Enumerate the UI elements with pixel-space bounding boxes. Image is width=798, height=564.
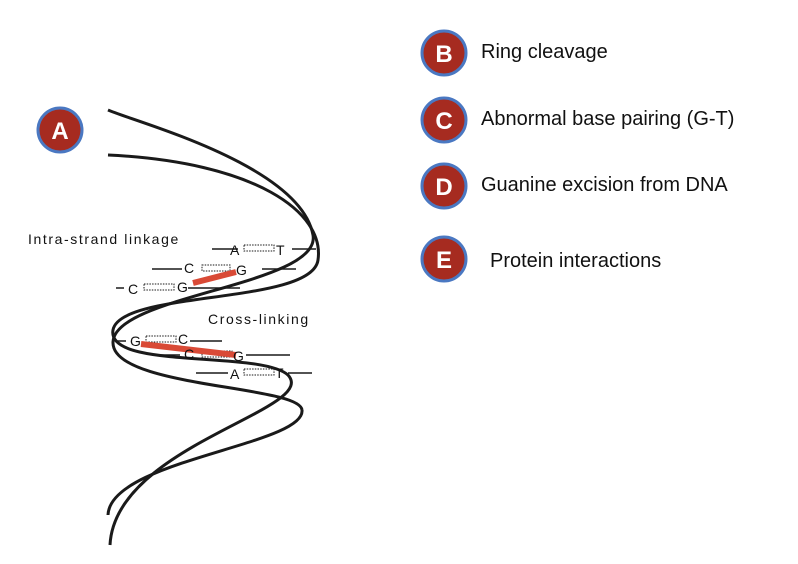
base-pair-4-right: C xyxy=(178,331,188,347)
dna-helix xyxy=(106,108,320,546)
base-pair-3-left: C xyxy=(128,281,138,297)
base-pair-2-right: G xyxy=(236,262,247,278)
badge-a: A xyxy=(36,106,84,154)
intra-strand-label: Intra-strand linkage xyxy=(28,231,180,247)
badge-b-circle xyxy=(420,29,468,77)
base-pair-2-left: C xyxy=(184,260,194,276)
base-pair-5-right: G xyxy=(233,348,244,364)
base-pair-rungs xyxy=(116,248,316,374)
badge-a-letter: A xyxy=(51,118,68,145)
helix-strand-1 xyxy=(106,108,315,516)
cross-linking-label: Cross-linking xyxy=(208,311,310,327)
intra-strand-crosslink xyxy=(192,269,237,286)
badge-c-circle xyxy=(420,96,468,144)
badge-d-circle xyxy=(420,162,468,210)
legend-text-e: Protein interactions xyxy=(490,250,661,272)
base-pair-6-left: A xyxy=(230,366,240,382)
base-pair-3-right: G xyxy=(177,279,188,295)
base-letters: A T C G C G G C C G A T xyxy=(128,242,285,382)
legend: B Ring cleavage C Abnormal base pairing … xyxy=(420,29,734,283)
legend-item-d: D Guanine excision from DNA xyxy=(420,162,728,210)
legend-item-e: E Protein interactions xyxy=(420,235,661,283)
legend-item-b: B Ring cleavage xyxy=(420,29,608,77)
legend-text-b: Ring cleavage xyxy=(481,41,608,63)
legend-text-c: Abnormal base pairing (G-T) xyxy=(481,108,734,130)
badge-e-letter: E xyxy=(436,247,452,274)
badge-a-circle xyxy=(36,106,84,154)
base-pair-4-left: G xyxy=(130,333,141,349)
badge-d-letter: D xyxy=(435,174,452,201)
helix-strand-2 xyxy=(107,153,320,546)
base-pair-6-right: T xyxy=(275,365,284,381)
badge-e-circle xyxy=(420,235,468,283)
inter-strand-crosslink xyxy=(140,341,237,358)
base-pair-5-left: C xyxy=(184,346,194,362)
base-pair-1-right: T xyxy=(276,242,285,258)
base-pair-1-left: A xyxy=(230,242,240,258)
crosslink-bars xyxy=(140,269,237,358)
legend-text-d: Guanine excision from DNA xyxy=(481,174,728,196)
legend-item-c: C Abnormal base pairing (G-T) xyxy=(420,96,734,144)
badge-c-letter: C xyxy=(435,108,452,135)
badge-b-letter: B xyxy=(435,41,452,68)
